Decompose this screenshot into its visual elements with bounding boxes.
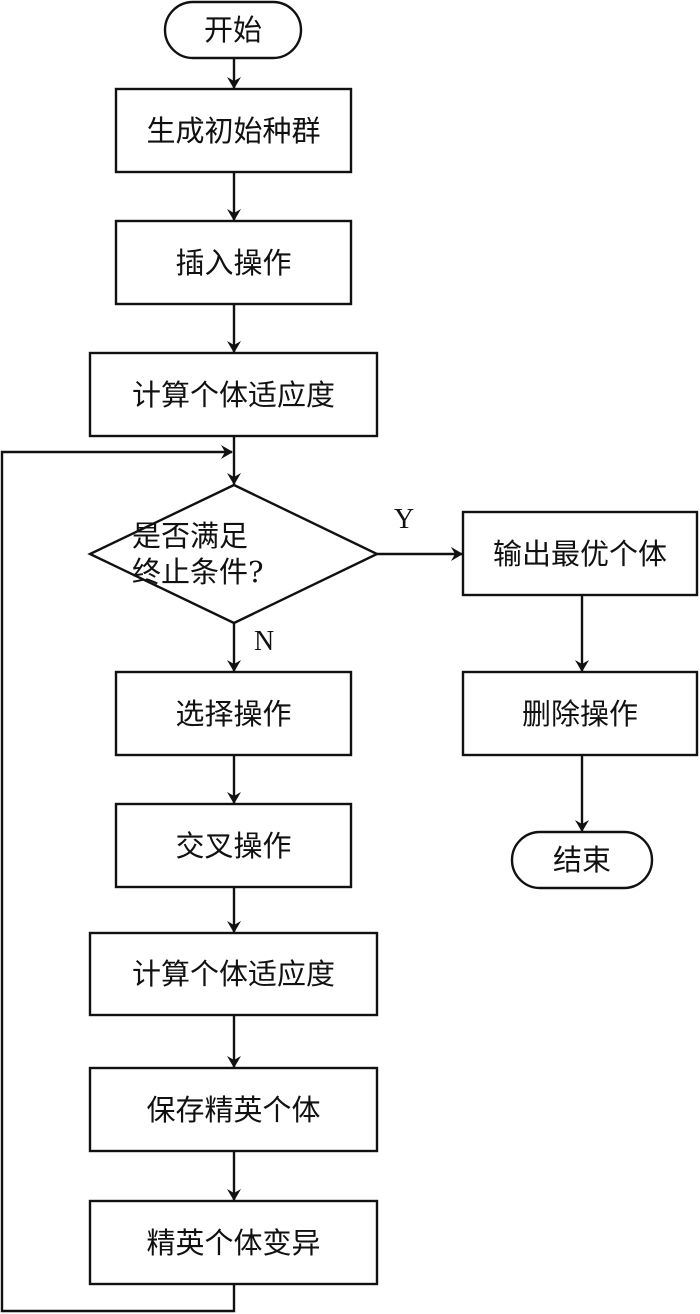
delete-op-label: 删除操作 — [521, 696, 638, 731]
box-init-population — [114, 87, 353, 174]
end-terminal — [510, 830, 654, 890]
init-population-label: 生成初始种群 — [146, 113, 321, 148]
output-best-label: 输出最优个体 — [492, 536, 667, 571]
crossover-op-label: 交叉操作 — [175, 828, 292, 863]
box-fitness-2 — [88, 931, 379, 1017]
end-label: 结束 — [552, 843, 611, 877]
box-delete-op — [461, 670, 699, 757]
start-label: 开始 — [203, 13, 262, 47]
box-select-op — [114, 670, 353, 757]
box-crossover-op — [114, 802, 353, 889]
fitness-1-label: 计算个体适应度 — [131, 377, 335, 412]
fitness-2-label: 计算个体适应度 — [131, 957, 335, 991]
box-fitness-1 — [88, 351, 379, 438]
save-elite-label: 保存精英个体 — [146, 1092, 321, 1127]
decision-label: 是否满足 终止条件? — [132, 519, 264, 589]
box-insert-op — [114, 219, 353, 306]
edge-label-yes: Y — [394, 504, 415, 535]
select-op-label: 选择操作 — [175, 696, 292, 731]
insert-op-label: 插入操作 — [175, 245, 292, 280]
box-output-best — [461, 510, 699, 597]
elite-mutation-label: 精英个体变异 — [146, 1225, 321, 1260]
edge-label-no: N — [254, 626, 275, 657]
loop-back-arrow — [0, 445, 236, 1313]
box-elite-mutation — [88, 1199, 379, 1286]
